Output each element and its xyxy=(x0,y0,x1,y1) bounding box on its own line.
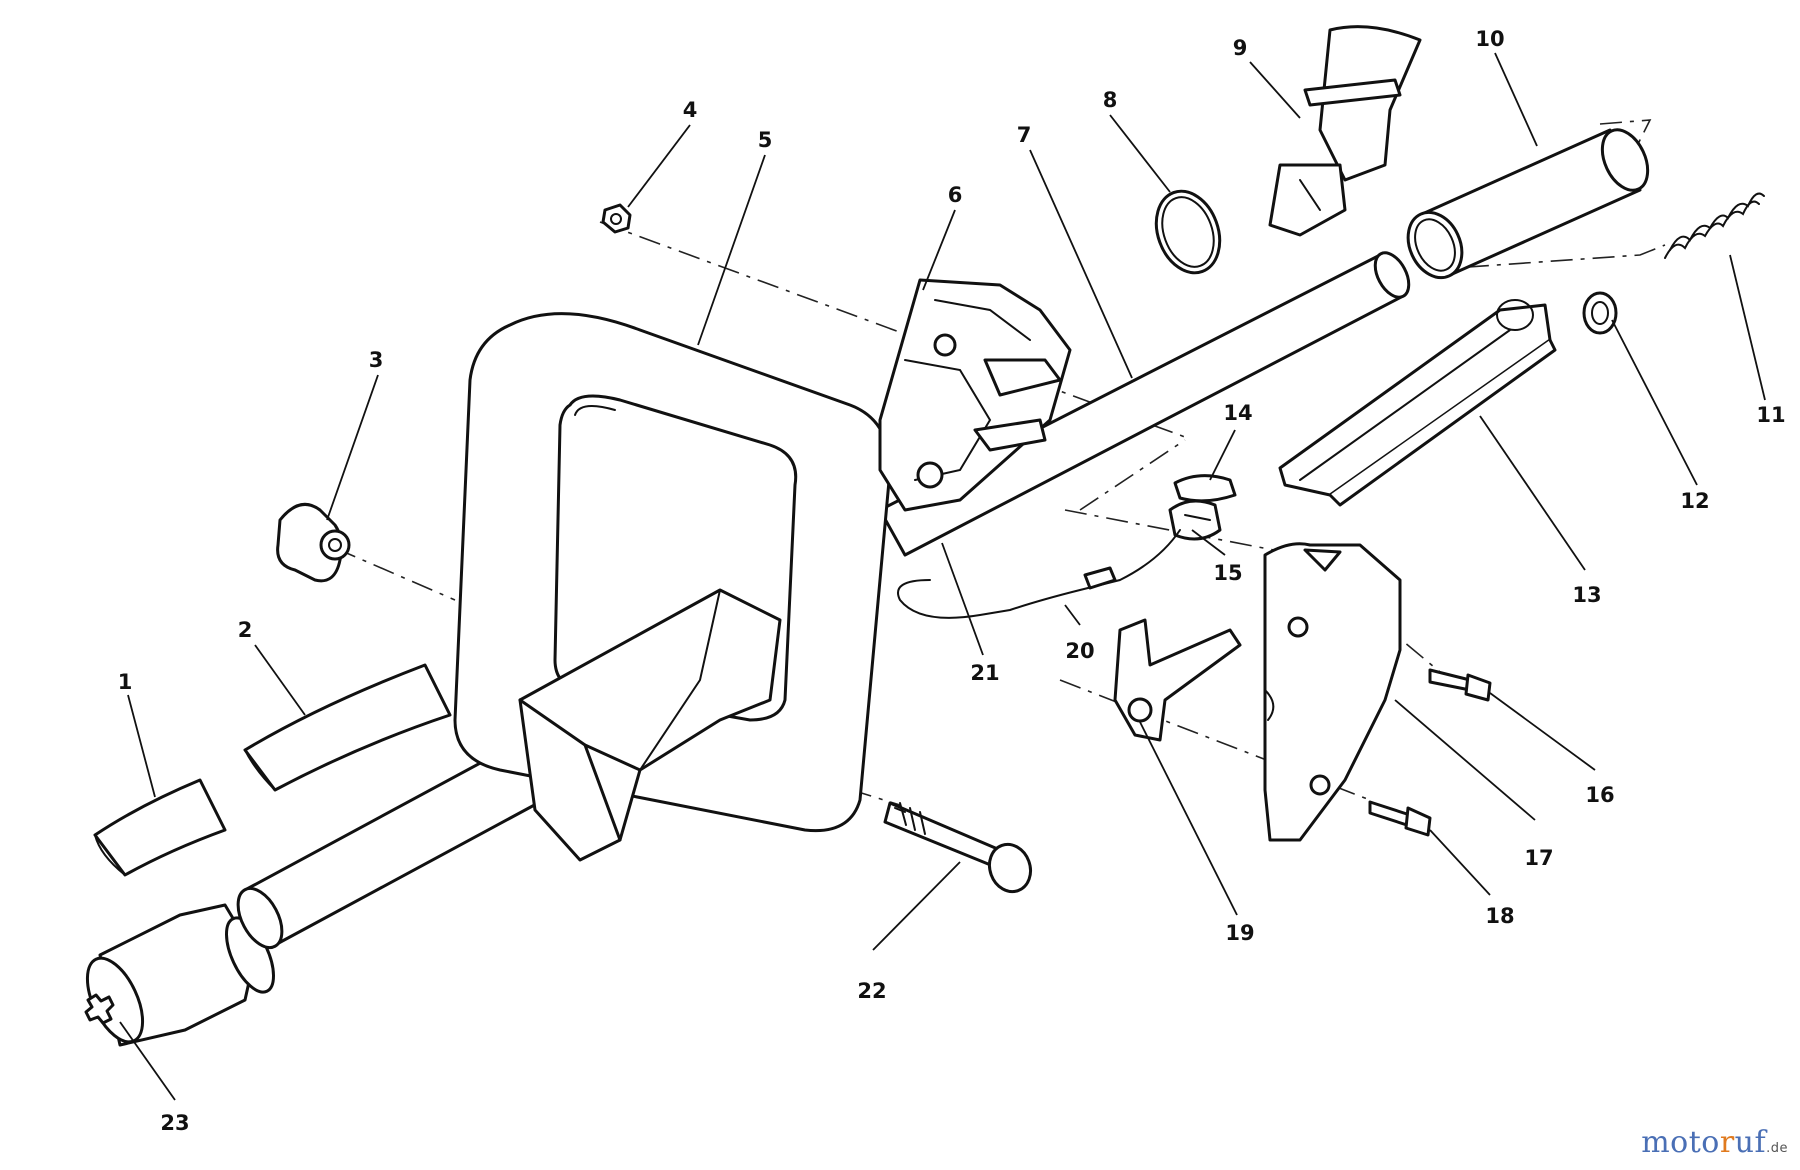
callout-11: 11 xyxy=(1756,403,1785,427)
part-20-wire xyxy=(897,529,1181,619)
watermark-text-3: uf xyxy=(1734,1125,1767,1160)
part-10-grip-sleeve xyxy=(1406,128,1650,280)
part-14-switch-cap xyxy=(1173,474,1237,503)
part-21-shaft xyxy=(878,251,1411,557)
callout-6: 6 xyxy=(948,183,963,207)
part-22-bolt xyxy=(883,801,1033,894)
handle-clamp-base xyxy=(518,588,782,862)
callout-13: 13 xyxy=(1572,583,1601,607)
part-8-ring xyxy=(1154,189,1222,275)
part-16-screw xyxy=(1428,668,1492,702)
leader-lines xyxy=(119,52,1766,1101)
callout-9: 9 xyxy=(1233,36,1248,60)
callout-12: 12 xyxy=(1680,489,1709,513)
callout-21: 21 xyxy=(970,661,999,685)
callout-22: 22 xyxy=(857,979,886,1003)
part-5-loop-handle xyxy=(453,312,892,833)
callout-23: 23 xyxy=(160,1111,189,1135)
part-1-sleeve xyxy=(93,778,227,877)
callout-19: 19 xyxy=(1225,921,1254,945)
callout-5: 5 xyxy=(758,128,773,152)
part-15-switch xyxy=(1168,499,1222,541)
motoruf-watermark-logo: motoruf.de xyxy=(1641,1125,1788,1160)
callout-4: 4 xyxy=(683,98,698,122)
callout-16: 16 xyxy=(1585,783,1614,807)
part-18-screw xyxy=(1368,800,1432,837)
callout-7: 7 xyxy=(1017,123,1032,147)
part-13-rail xyxy=(1278,299,1557,507)
part-4-nut xyxy=(601,203,632,234)
part-12-bushing xyxy=(1582,291,1618,335)
part-23-coupler xyxy=(84,903,275,1047)
part-3-knob xyxy=(276,502,351,583)
callout-18: 18 xyxy=(1485,904,1514,928)
callout-1: 1 xyxy=(118,670,133,694)
callout-14: 14 xyxy=(1223,401,1252,425)
part-9-strap xyxy=(1268,25,1422,237)
watermark-tld: .de xyxy=(1766,1141,1788,1156)
callout-3: 3 xyxy=(369,348,384,372)
part-6-housing xyxy=(878,278,1072,512)
callout-15: 15 xyxy=(1213,561,1242,585)
part-19-trigger xyxy=(1113,618,1242,742)
callout-labels: 1 2 3 4 5 6 7 8 9 10 11 12 13 14 15 16 1… xyxy=(118,27,1786,1135)
part-11-spring xyxy=(1664,192,1765,259)
part-2-sleeve xyxy=(243,663,452,792)
callout-2: 2 xyxy=(238,618,253,642)
callout-10: 10 xyxy=(1475,27,1504,51)
watermark-text-1: moto xyxy=(1641,1125,1720,1160)
part-17-side-cover xyxy=(1263,542,1402,842)
callout-8: 8 xyxy=(1103,88,1118,112)
callout-17: 17 xyxy=(1524,846,1553,870)
callout-20: 20 xyxy=(1065,639,1094,663)
watermark-text-2: r xyxy=(1719,1125,1735,1160)
